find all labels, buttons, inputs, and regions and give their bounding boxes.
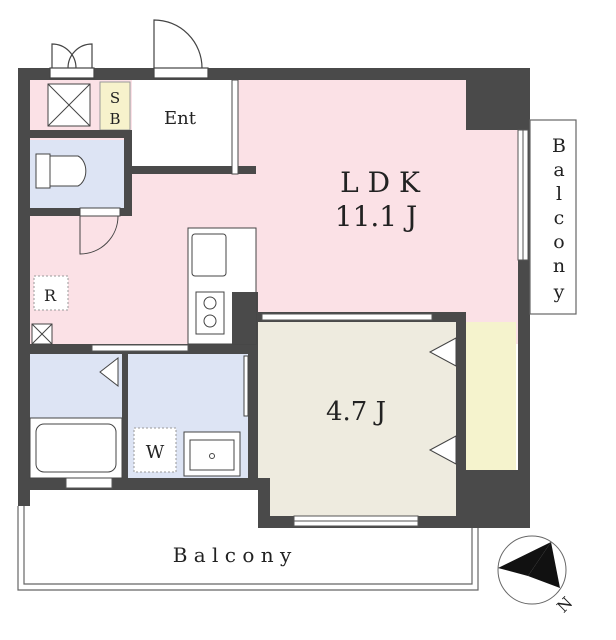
compass-needle-tail	[528, 542, 560, 588]
east-balcony-label: B a l c o n y	[552, 135, 566, 303]
compass-needle-icon	[498, 542, 551, 576]
entrance-label: Ent	[164, 108, 197, 129]
east-balcony-letter: a	[553, 159, 564, 181]
east-balcony-letter: n	[553, 255, 565, 277]
windows	[65, 129, 529, 527]
entrance-doors	[49, 19, 209, 79]
bedroom-size: 4.7 J	[326, 397, 386, 427]
fridge-space	[33, 275, 69, 311]
south-balcony	[17, 506, 479, 591]
storage-box	[31, 83, 91, 345]
entrance-floor	[132, 80, 236, 166]
washer-label: W	[146, 442, 165, 463]
shoe-box-label-s: S	[110, 89, 120, 107]
toilet-door	[79, 207, 121, 255]
bathtub	[29, 417, 123, 479]
bedroom-floor	[258, 322, 464, 520]
east-balcony-letter: c	[554, 207, 565, 229]
east-balcony-letter: o	[553, 231, 564, 253]
east-balcony	[529, 119, 577, 315]
wash-basin	[183, 431, 241, 477]
south-balcony-label: B a l c o n y	[173, 543, 292, 567]
closet-doors	[428, 337, 457, 465]
kitchen-counter	[187, 227, 257, 345]
east-balcony-letter: y	[553, 281, 565, 303]
washroom-door	[243, 355, 249, 417]
shoe-box-label-b: B	[109, 110, 120, 128]
bath-door	[99, 356, 119, 388]
washer-space	[133, 427, 177, 473]
ldk-size: 11.1 J	[335, 200, 417, 233]
ldk-label: L D K	[340, 166, 421, 199]
toilet	[35, 153, 87, 189]
compass-north-label: N	[553, 593, 576, 616]
east-balcony-letter: l	[556, 183, 562, 205]
compass: N	[497, 535, 576, 616]
east-balcony-letter: B	[552, 135, 566, 157]
fridge-label: R	[44, 286, 57, 305]
closet	[466, 322, 516, 472]
